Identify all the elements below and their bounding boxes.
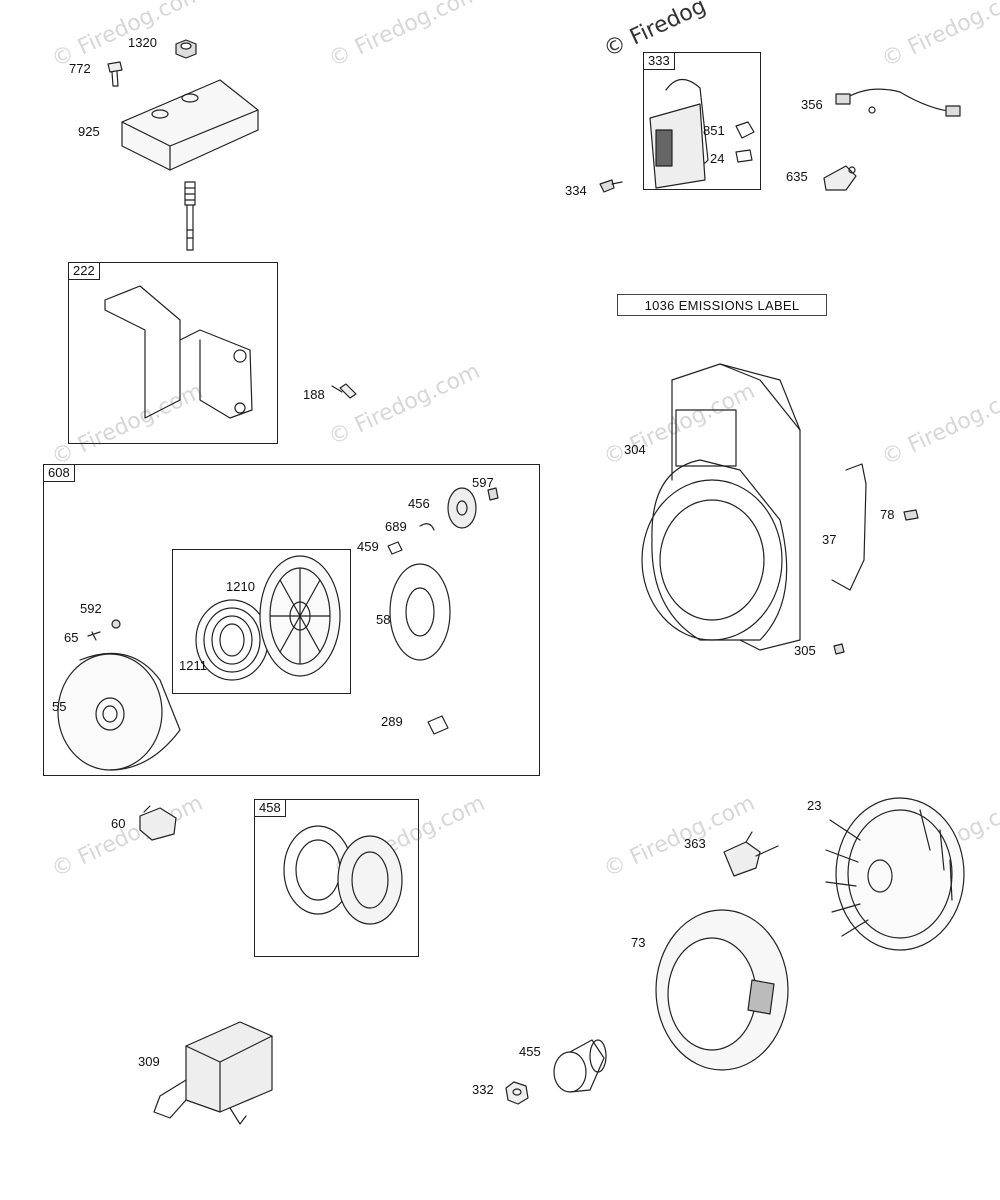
nut-592 [112,620,120,628]
part-label: 23 [807,798,822,813]
part-label: 78 [880,507,895,522]
part-label: 65 [64,630,79,645]
clip-851 [736,122,754,138]
box-tag: 608 [43,464,75,482]
box-333: 333 [643,52,761,190]
part-label: 304 [624,442,646,457]
part-label: 456 [408,496,430,511]
brake-363 [724,832,778,876]
bracket-222 [105,286,252,418]
part-label: 309 [138,1054,160,1069]
part-label: 356 [801,97,823,112]
screw-597 [488,488,498,500]
part-label: 772 [69,61,91,76]
stud [185,182,195,250]
part-label: 459 [357,539,379,554]
cup-455 [554,1040,606,1092]
boot-635 [824,166,856,190]
nut-332 [506,1082,528,1104]
screen-73 [656,910,788,1070]
armature-333 [650,79,708,188]
blower-housing-304 [642,364,800,650]
screw-78 [904,510,918,520]
part-label: 689 [385,519,407,534]
bolt-772 [108,62,122,86]
guide-458 [284,826,402,924]
cover-925 [122,80,258,170]
part-label: 1320 [128,35,157,50]
part-label: 188 [303,387,325,402]
box-222: 222 [68,262,278,444]
pawl-459 [388,542,402,554]
emissions-label: 1036 EMISSIONS LABEL [617,294,827,316]
part-label: 1211 [179,658,207,673]
box-tag: 333 [643,52,675,70]
handle-60 [140,806,176,840]
nut-1320 [176,40,196,58]
part-label: 597 [472,475,494,490]
part-label: 592 [80,601,102,616]
part-label: 635 [786,169,808,184]
screw-188 [332,384,356,398]
plate-58 [390,564,450,660]
pin-289 [428,716,448,734]
part-label: 37 [822,532,837,547]
screw-65 [88,632,100,640]
part-label: 1210 [226,579,255,594]
part-label: 363 [684,836,706,851]
part-label: 24 [710,151,725,166]
part-label: 73 [631,935,646,950]
part-label: 851 [703,123,725,138]
plug-24 [736,150,752,162]
clip-689 [420,524,434,530]
bolt-334 [600,180,622,192]
part-label: 289 [381,714,403,729]
screw-305 [834,644,844,654]
part-label: 305 [794,643,816,658]
box-608: 608 [43,464,540,776]
box-1210-group [172,549,351,694]
cam-456 [448,488,476,528]
box-tag: 222 [68,262,100,280]
part-label: 55 [52,699,67,714]
pulley-1210 [260,556,340,676]
baffle-37 [832,464,866,590]
part-label: 60 [111,816,126,831]
wire-356 [836,89,960,116]
part-label: 334 [565,183,587,198]
part-label: 332 [472,1082,494,1097]
housing-55 [58,653,180,770]
filter-309 [154,1022,272,1124]
box-458: 458 [254,799,419,957]
box-tag: 458 [254,799,286,817]
part-label: 925 [78,124,100,139]
part-label: 455 [519,1044,541,1059]
flywheel-23 [826,798,964,950]
part-label: 58 [376,612,391,627]
